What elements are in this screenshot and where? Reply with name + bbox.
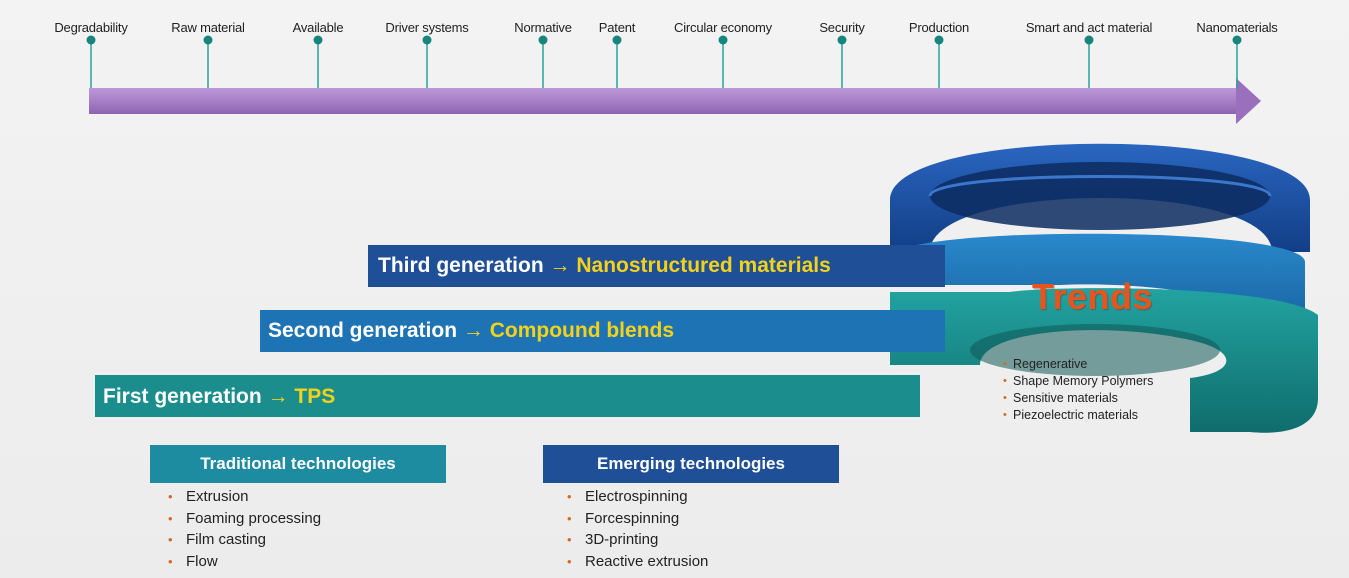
timeline-label: Normative bbox=[514, 20, 572, 35]
timeline-dot bbox=[718, 35, 728, 45]
list-item: Extrusion bbox=[162, 486, 321, 508]
timeline-label: Nanomaterials bbox=[1196, 20, 1278, 35]
trend-item: Sensitive materials bbox=[1003, 390, 1153, 407]
trend-item: Regenerative bbox=[1003, 356, 1153, 373]
timeline-label: Available bbox=[292, 20, 344, 35]
timeline-dot bbox=[1232, 35, 1242, 45]
list-item: Film casting bbox=[162, 529, 321, 551]
timeline-dot bbox=[203, 35, 213, 45]
third-generation-bar bbox=[368, 245, 945, 287]
list-item: 3D-printing bbox=[561, 529, 708, 551]
emerging-technologies-list: Electrospinning Forcespinning 3D-printin… bbox=[561, 486, 708, 572]
timeline-label: Patent bbox=[598, 20, 636, 35]
timeline-dot bbox=[612, 35, 622, 45]
timeline-dot bbox=[1084, 35, 1094, 45]
trends-title: Trends bbox=[1032, 276, 1154, 317]
trend-item: Piezoelectric materials bbox=[1003, 407, 1153, 424]
list-item: Electrospinning bbox=[561, 486, 708, 508]
timeline-dot bbox=[538, 35, 548, 45]
timeline-label: Smart and act material bbox=[1025, 20, 1153, 35]
traditional-technologies-list: Extrusion Foaming processing Film castin… bbox=[162, 486, 321, 572]
timeline-label: Production bbox=[908, 20, 970, 35]
timeline-ticks bbox=[86, 35, 1242, 88]
list-item: Reactive extrusion bbox=[561, 551, 708, 573]
trend-item: Shape Memory Polymers bbox=[1003, 373, 1153, 390]
second-generation-label: Second generation → Compound blends bbox=[268, 319, 675, 342]
timeline-dot bbox=[313, 35, 323, 45]
timeline-label: Raw material bbox=[171, 20, 245, 35]
list-item: Forcespinning bbox=[561, 508, 708, 530]
list-item: Flow bbox=[162, 551, 321, 573]
timeline-dot bbox=[934, 35, 944, 45]
second-generation-bar bbox=[260, 310, 945, 352]
traditional-technologies-title: Traditional technologies bbox=[200, 454, 396, 473]
first-generation-label: First generation → TPS bbox=[103, 385, 336, 408]
emerging-box-bg bbox=[543, 445, 839, 483]
list-item: Foaming processing bbox=[162, 508, 321, 530]
third-generation-label: Third generation → Nanostructured materi… bbox=[378, 254, 831, 277]
timeline-dot bbox=[837, 35, 847, 45]
first-generation-bar bbox=[95, 375, 920, 417]
traditional-box-bg bbox=[150, 445, 446, 483]
timeline-label: Circular economy bbox=[674, 20, 772, 35]
trends-list: Regenerative Shape Memory Polymers Sensi… bbox=[1003, 356, 1153, 424]
timeline-label: Security bbox=[819, 20, 865, 35]
timeline-dot bbox=[422, 35, 432, 45]
trends-ring-top bbox=[890, 143, 1310, 252]
timeline-arrow bbox=[89, 78, 1261, 124]
timeline-label: Degradability bbox=[54, 20, 128, 35]
timeline-dot bbox=[86, 35, 96, 45]
timeline-label: Driver systems bbox=[385, 20, 469, 35]
emerging-technologies-title: Emerging technologies bbox=[597, 454, 785, 473]
